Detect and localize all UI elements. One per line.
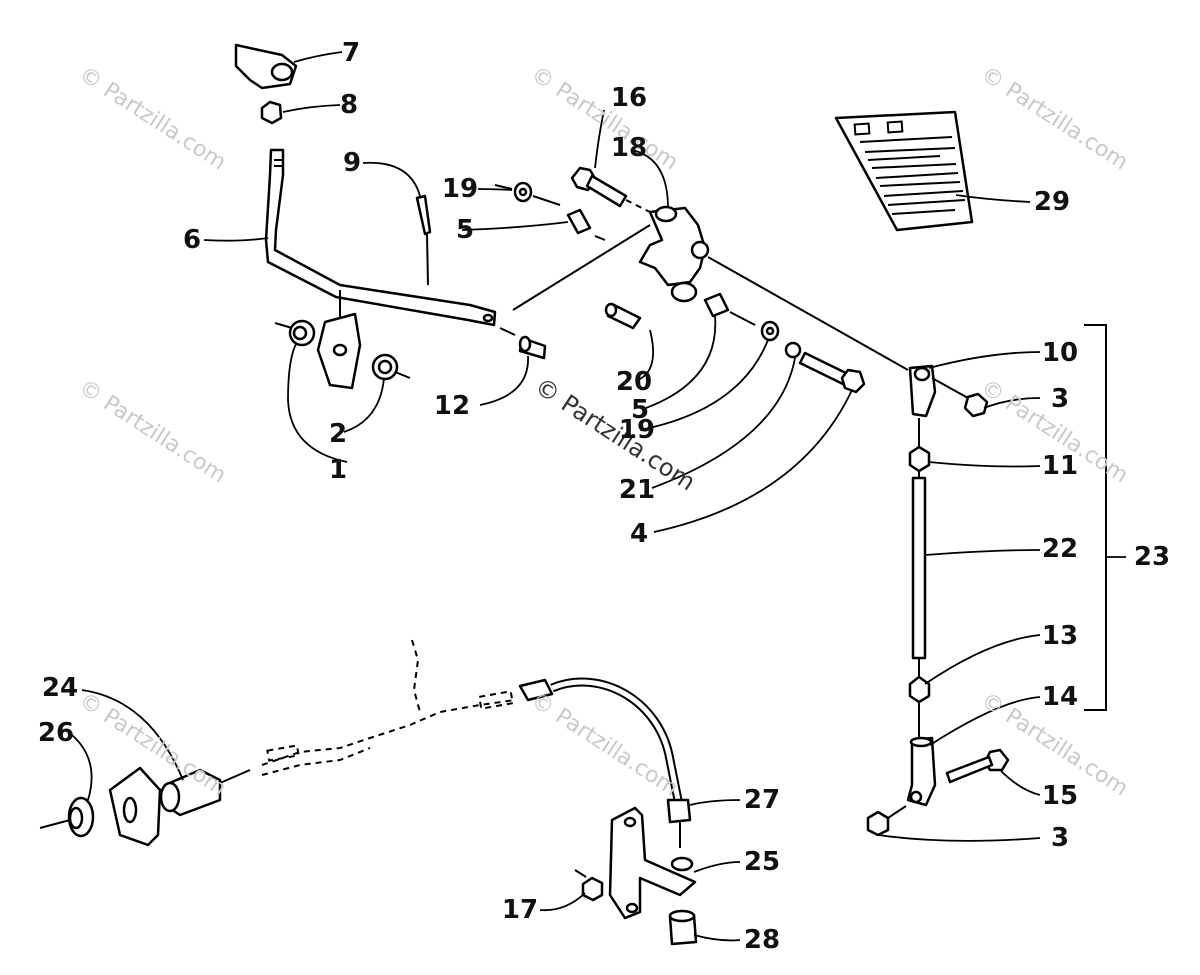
bolt-15 — [945, 748, 1010, 784]
callout-18: 18 — [610, 133, 648, 163]
washer-19-lower — [760, 320, 780, 342]
jam-nut-11 — [908, 445, 931, 473]
callout-16: 16 — [610, 83, 648, 113]
mount-plate — [108, 766, 162, 847]
callout-6: 6 — [182, 225, 202, 255]
bracket-25 — [608, 806, 697, 920]
callout-21: 21 — [618, 475, 656, 505]
bushing-5-top — [566, 208, 606, 241]
bolt-4 — [798, 351, 866, 394]
washer-19-top — [494, 181, 561, 206]
callout-24: 24 — [41, 673, 79, 703]
knob-nut — [260, 100, 283, 125]
clevis-pin — [499, 327, 547, 360]
knob-28 — [668, 909, 698, 946]
bellcrank — [638, 205, 710, 303]
callout-23: 23 — [1133, 542, 1171, 572]
callout-5: 5 — [630, 395, 650, 425]
assembly-bracket-23 — [1084, 324, 1107, 711]
callout-8: 8 — [339, 90, 359, 120]
callout-20: 20 — [615, 367, 653, 397]
callout-19: 19 — [441, 174, 479, 204]
callout-13: 13 — [1041, 621, 1079, 651]
callout-2: 2 — [328, 419, 348, 449]
callout-4: 4 — [629, 519, 649, 549]
rod-end-14 — [906, 736, 937, 807]
lever-plate — [316, 290, 362, 390]
callout-27: 27 — [743, 785, 781, 815]
bushing-left — [274, 319, 316, 347]
callout-28: 28 — [743, 925, 781, 955]
callout-22: 22 — [1041, 534, 1079, 564]
bezel-26 — [39, 796, 95, 838]
threaded-rod-22 — [911, 476, 927, 660]
nut-3-bottom — [866, 805, 907, 837]
nut-17 — [574, 869, 604, 902]
cotter-pin — [415, 194, 432, 286]
callout-11: 11 — [1041, 451, 1079, 481]
callout-7: 7 — [341, 38, 361, 68]
bushing-right — [371, 353, 411, 381]
callout-9: 9 — [342, 148, 362, 178]
callout-3: 3 — [1050, 823, 1070, 853]
callout-26: 26 — [37, 718, 75, 748]
callout-17: 17 — [501, 895, 539, 925]
callout-15: 15 — [1041, 781, 1079, 811]
callout-19: 19 — [618, 415, 656, 445]
bushing-5-lower — [703, 292, 756, 326]
jam-nut-13 — [908, 675, 931, 704]
leader-lines — [71, 51, 1041, 942]
wiring-harness — [261, 639, 516, 776]
cable-27 — [518, 677, 692, 848]
callout-3: 3 — [1050, 384, 1070, 414]
decal — [834, 110, 974, 232]
callout-12: 12 — [433, 391, 471, 421]
callout-25: 25 — [743, 847, 781, 877]
bolt-16 — [570, 166, 651, 213]
lock-washer-21 — [784, 341, 802, 359]
callout-14: 14 — [1041, 682, 1079, 712]
callout-29: 29 — [1033, 187, 1071, 217]
shift-lever — [264, 148, 497, 327]
callout-1: 1 — [328, 455, 348, 485]
shift-knob — [234, 43, 298, 90]
rod-end-10 — [908, 364, 937, 418]
pin-20 — [604, 302, 642, 330]
switch-24 — [159, 768, 251, 817]
callout-5: 5 — [455, 215, 475, 245]
nut-3-top — [931, 377, 989, 418]
callout-10: 10 — [1041, 338, 1079, 368]
